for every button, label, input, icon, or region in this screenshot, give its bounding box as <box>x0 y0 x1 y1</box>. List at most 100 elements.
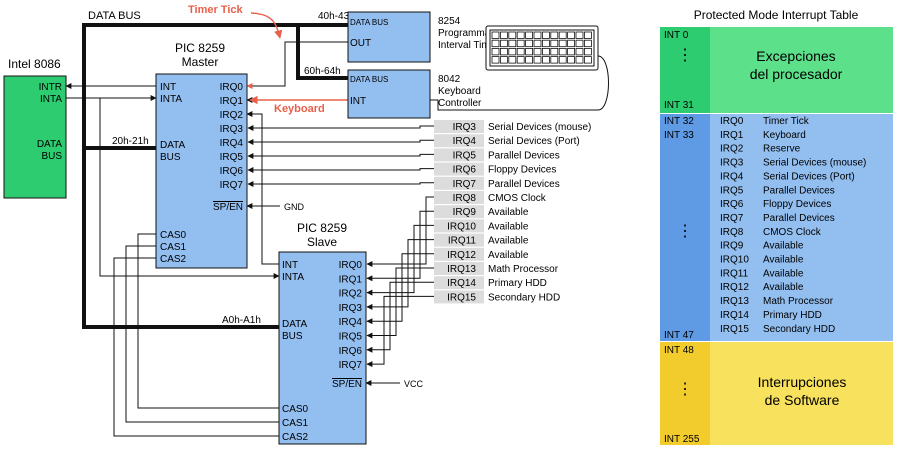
slave-data: DATA <box>282 319 308 330</box>
key-cap <box>491 56 500 64</box>
hw-row-irq: IRQ12 <box>720 282 749 293</box>
slave-irq-label: IRQ7 <box>339 360 363 371</box>
key-cap <box>575 39 584 48</box>
hw-row-irq: IRQ10 <box>720 255 749 266</box>
data-bus <box>82 23 348 329</box>
irq-wire <box>247 167 434 173</box>
slave-irq-label: IRQ5 <box>339 332 363 343</box>
hw-row-irq: IRQ6 <box>720 199 744 210</box>
hw-row-irq: IRQ4 <box>720 171 744 182</box>
device-irq: IRQ4 <box>453 136 477 147</box>
slave-cas-label: CAS0 <box>282 404 309 415</box>
key-cap <box>533 48 542 56</box>
key-cap <box>525 31 533 39</box>
irq-wire <box>366 210 434 282</box>
slave-irq-label: IRQ3 <box>339 303 363 314</box>
device-name: Math Processor <box>488 264 559 275</box>
master-irq-label: IRQ7 <box>220 180 244 191</box>
device-irq: IRQ7 <box>453 179 477 190</box>
slave-title2: Slave <box>307 235 337 249</box>
device-irq: IRQ15 <box>447 292 476 303</box>
key-cap <box>567 48 575 56</box>
master-irq-label: IRQ0 <box>220 82 244 93</box>
master-irq-label: IRQ2 <box>220 110 244 121</box>
hw-row-name: Serial Devices (Port) <box>763 171 855 182</box>
master-cas-label: CAS0 <box>160 230 187 241</box>
key-cap <box>542 48 550 56</box>
hw-row-irq: IRQ14 <box>720 310 749 321</box>
hw-row-name: Keyboard <box>763 130 806 141</box>
hw-row-name: CMOS Clock <box>763 227 822 238</box>
timer-tick-label: Timer Tick <box>188 4 244 16</box>
hw-row-name: Available <box>763 241 804 252</box>
hw-row-irq: IRQ13 <box>720 296 749 307</box>
slave-title1: PIC 8259 <box>297 221 347 235</box>
master-title2: Master <box>182 55 219 69</box>
data-bus-label: DATA BUS <box>88 10 141 22</box>
key-cap <box>550 48 559 56</box>
kbc-name2: Controller <box>438 98 482 109</box>
key-cap <box>584 39 592 48</box>
sw-end: INT 255 <box>664 434 700 445</box>
key-cap <box>584 48 592 56</box>
key-cap <box>567 56 575 64</box>
master-cas-label: CAS1 <box>160 242 187 253</box>
master-int: INT <box>160 82 176 93</box>
sw-start: INT 48 <box>664 345 694 356</box>
keyboard-icon <box>485 25 599 71</box>
irq-wire <box>366 267 434 339</box>
irq-wire <box>247 181 434 187</box>
sw-line1: Interrupciones <box>758 374 847 390</box>
device-name: Parallel Devices <box>488 150 560 161</box>
pit-chip: 8254 <box>438 16 461 27</box>
key-cap <box>550 39 559 48</box>
device-name: Serial Devices (mouse) <box>488 122 591 133</box>
hw-row-irq: IRQ3 <box>720 158 744 169</box>
slave-irq-label: IRQ4 <box>339 317 363 328</box>
slave-cas-label: CAS1 <box>282 418 309 429</box>
slave-cas-label: CAS2 <box>282 432 309 443</box>
master-irq-label: IRQ1 <box>220 96 244 107</box>
intel-data: DATA <box>37 139 63 150</box>
device-irq: IRQ9 <box>453 207 477 218</box>
hw-row-irq: IRQ11 <box>720 268 749 279</box>
intel-title: Intel 8086 <box>8 57 61 71</box>
hw-row-irq: IRQ5 <box>720 185 744 196</box>
key-cap <box>533 56 542 64</box>
hw-row-irq: IRQ0 <box>720 116 744 127</box>
device-name: Available <box>488 236 529 247</box>
exc-line1: Excepciones <box>756 48 835 64</box>
irq-wire <box>366 239 434 310</box>
highlight-arrows <box>249 12 348 105</box>
hw-row-name: Reserve <box>763 144 801 155</box>
slave-irq-label: IRQ1 <box>339 274 363 285</box>
key-cap <box>567 31 575 39</box>
master-port: 20h-21h <box>112 136 149 147</box>
key-cap <box>516 48 525 56</box>
pic-master: PIC 8259 Master 20h-21h INT INTA DATA BU… <box>112 41 248 269</box>
master-bus: BUS <box>160 152 181 163</box>
slave-irq-label: IRQ6 <box>339 346 363 357</box>
key-cap <box>491 39 500 48</box>
hw-start2: INT 33 <box>664 130 694 141</box>
kbc-chip: 8042 <box>438 74 461 85</box>
hw-row-name: Available <box>763 268 804 279</box>
device-name: Serial Devices (Port) <box>488 136 580 147</box>
device-name: Primary HDD <box>488 278 547 289</box>
irq-tag <box>434 247 484 261</box>
hw-row-name: Primary HDD <box>763 310 822 321</box>
device-name: CMOS Clock <box>488 193 547 204</box>
intel-8086: Intel 8086 INTR INTA DATA BUS <box>3 57 67 199</box>
key-cap <box>558 39 567 48</box>
irq-tag <box>434 134 484 148</box>
irq-tag <box>434 191 484 204</box>
hw-dots: ⋮ <box>677 223 693 240</box>
key-cap <box>558 48 567 56</box>
key-cap <box>499 39 508 48</box>
intel-intr: INTR <box>39 82 62 93</box>
hw-row-name: Parallel Devices <box>763 213 835 224</box>
hw-row-name: Math Processor <box>763 296 834 307</box>
device-name: Parallel Devices <box>488 179 560 190</box>
hw-start1: INT 32 <box>664 116 694 127</box>
key-cap <box>575 56 584 64</box>
